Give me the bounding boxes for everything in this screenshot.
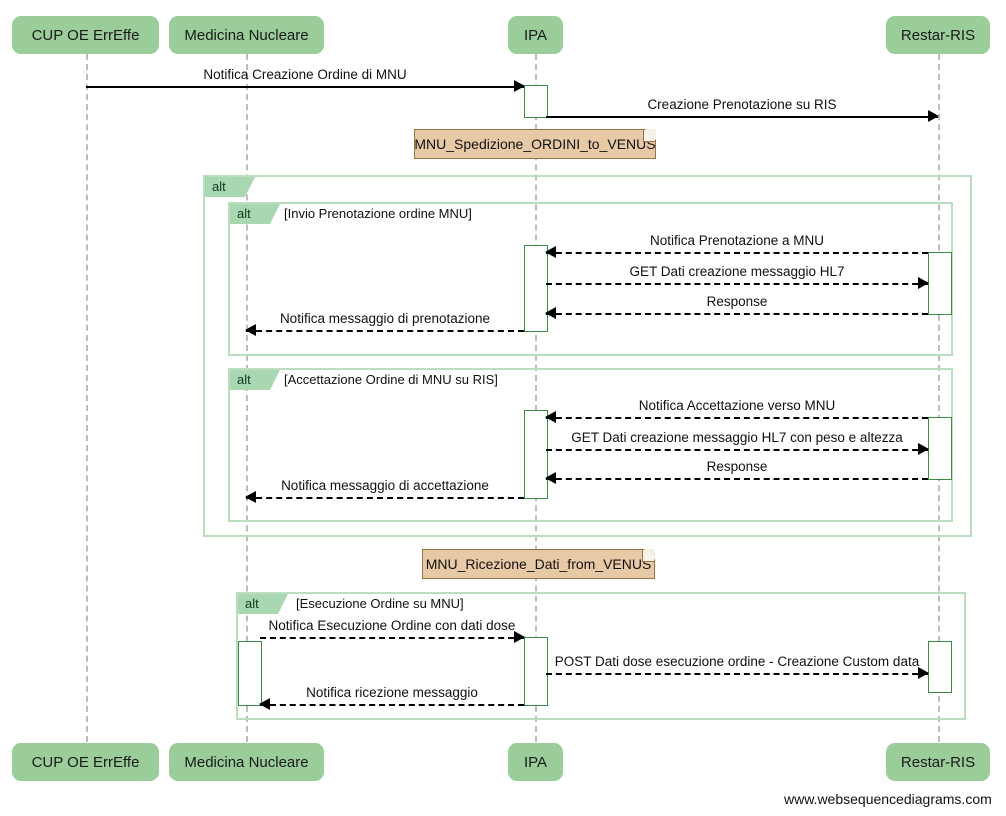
note-fold-icon — [643, 130, 655, 142]
message-line — [86, 86, 524, 88]
participant-label: Restar-RIS — [900, 26, 976, 44]
activation-ris-1 — [928, 252, 952, 315]
arrow-right-icon — [514, 80, 525, 92]
participant-label: Medicina Nucleare — [184, 26, 309, 44]
lifeline-ipa — [535, 54, 537, 742]
fragment-alt-accettazione — [228, 368, 953, 522]
activation-mnu-1 — [238, 641, 262, 706]
fragment-alt-esecuzione-label: alt — [238, 594, 288, 614]
fragment-alt-prenotazione-condition: [Invio Prenotazione ordine MNU] — [284, 206, 472, 221]
lifeline-medicina-nucleare — [246, 54, 248, 742]
fragment-alt-outer-label: alt — [205, 177, 255, 197]
arrow-left-icon — [245, 491, 256, 503]
fragment-alt-esecuzione — [236, 592, 966, 720]
message-label: POST Dati dose esecuzione ordine - Creaz… — [554, 654, 920, 669]
message-line — [546, 478, 928, 480]
arrow-right-icon — [928, 110, 939, 122]
participant-label: CUP OE ErrEffe — [31, 26, 140, 44]
message-line — [546, 673, 928, 675]
arrow-left-icon — [545, 307, 556, 319]
message-label: GET Dati creazione messaggio HL7 con pes… — [571, 430, 903, 445]
participant-medicina-nucleare-bottom[interactable]: Medicina Nucleare — [169, 743, 324, 781]
message-label: GET Dati creazione messaggio HL7 — [629, 264, 845, 279]
note-mnu-ricezione-dati: MNU_Ricezione_Dati_from_VENUS — [422, 549, 655, 579]
message-label: Notifica messaggio di accettazione — [281, 478, 489, 493]
arrow-left-icon — [545, 411, 556, 423]
message-line — [246, 330, 524, 332]
fragment-alt-accettazione-label: alt — [230, 370, 280, 390]
arrow-right-icon — [514, 631, 525, 643]
lifeline-cup — [86, 54, 88, 742]
fragment-alt-prenotazione — [228, 202, 953, 356]
arrow-left-icon — [259, 698, 270, 710]
activation-ris-3 — [928, 641, 952, 693]
message-label: Notifica Esecuzione Ordine con dati dose — [268, 618, 516, 633]
message-label: Response — [706, 294, 768, 309]
fragment-alt-prenotazione-label: alt — [230, 204, 280, 224]
message-line — [546, 449, 928, 451]
participant-ipa-top[interactable]: IPA — [508, 16, 563, 54]
participant-cup-top[interactable]: CUP OE ErrEffe — [12, 16, 159, 54]
participant-cup-bottom[interactable]: CUP OE ErrEffe — [12, 743, 159, 781]
note-fold-icon — [642, 550, 654, 562]
message-line — [260, 637, 524, 639]
activation-ipa-3 — [524, 410, 548, 499]
message-line — [546, 252, 928, 254]
participant-label: Restar-RIS — [900, 753, 976, 771]
message-label: Creazione Prenotazione su RIS — [647, 97, 837, 112]
arrow-right-icon — [918, 667, 929, 679]
note-label: MNU_Spedizione_ORDINI_to_VENUS — [414, 136, 656, 152]
message-label: Notifica messaggio di prenotazione — [279, 311, 491, 326]
note-mnu-spedizione-ordini: MNU_Spedizione_ORDINI_to_VENUS — [414, 129, 656, 159]
activation-ipa-4 — [524, 637, 548, 706]
arrow-right-icon — [918, 443, 929, 455]
activation-ipa-1 — [524, 85, 548, 118]
participant-label: CUP OE ErrEffe — [31, 753, 140, 771]
message-line — [546, 417, 928, 419]
note-label: MNU_Ricezione_Dati_from_VENUS — [425, 556, 652, 572]
message-line — [546, 313, 928, 315]
arrow-left-icon — [545, 472, 556, 484]
participant-restar-ris-bottom[interactable]: Restar-RIS — [886, 743, 990, 781]
fragment-alt-esecuzione-condition: [Esecuzione Ordine su MNU] — [296, 596, 464, 611]
message-label: Notifica Creazione Ordine di MNU — [203, 67, 407, 82]
fragment-alt-accettazione-condition: [Accettazione Ordine di MNU su RIS] — [284, 372, 498, 387]
message-label: Response — [706, 459, 768, 474]
activation-ipa-2 — [524, 245, 548, 332]
message-line — [246, 497, 524, 499]
participant-label: IPA — [523, 753, 548, 771]
participant-label: IPA — [523, 26, 548, 44]
arrow-left-icon — [545, 246, 556, 258]
activation-ris-2 — [928, 417, 952, 480]
message-line — [546, 283, 928, 285]
message-label: Notifica ricezione messaggio — [306, 685, 478, 700]
participant-restar-ris-top[interactable]: Restar-RIS — [886, 16, 990, 54]
participant-label: Medicina Nucleare — [184, 753, 309, 771]
message-line — [260, 704, 524, 706]
arrow-right-icon — [918, 277, 929, 289]
message-line — [546, 116, 938, 118]
message-label: Notifica Prenotazione a MNU — [649, 233, 825, 248]
message-label: Notifica Accettazione verso MNU — [638, 398, 836, 413]
participant-medicina-nucleare-top[interactable]: Medicina Nucleare — [169, 16, 324, 54]
footer-watermark: www.websequencediagrams.com — [784, 791, 992, 807]
fragment-alt-outer — [203, 175, 972, 537]
arrow-left-icon — [245, 324, 256, 336]
lifeline-restar-ris — [938, 54, 940, 742]
participant-ipa-bottom[interactable]: IPA — [508, 743, 563, 781]
